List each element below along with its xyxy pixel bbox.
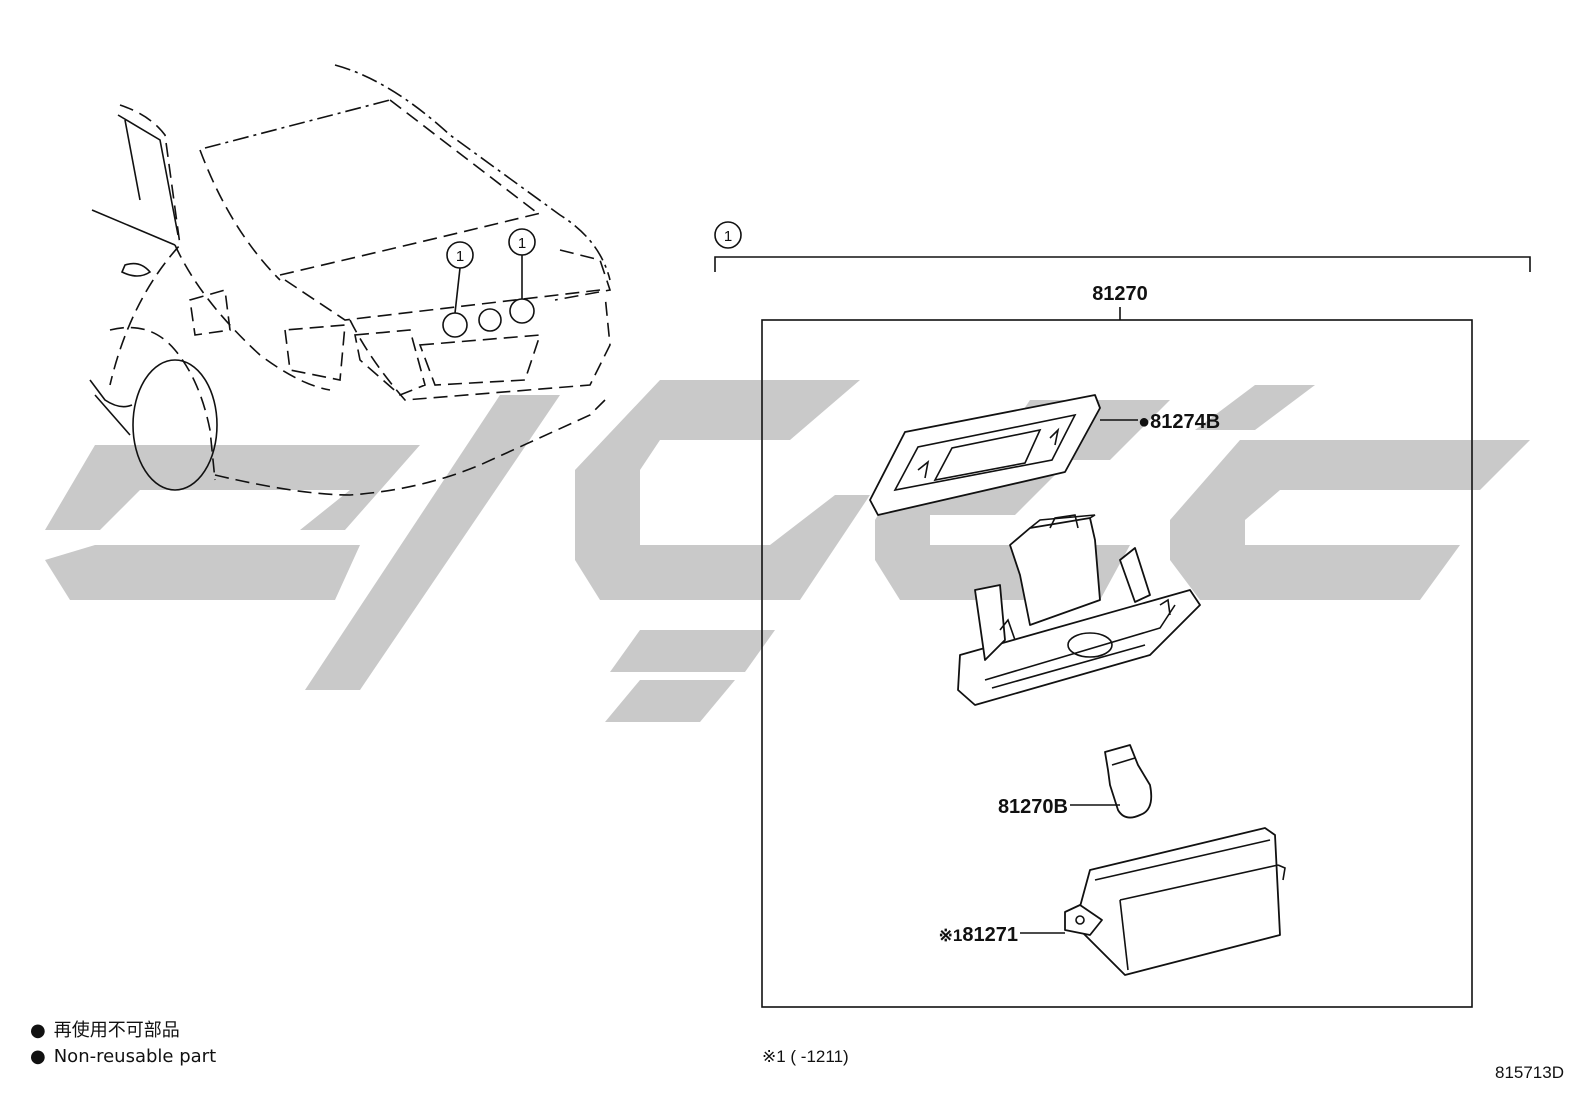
lens-part: ※181271 [939, 827, 1286, 976]
legend-item-en: ●Non-reusable part [30, 1046, 216, 1067]
drawing-number: 815713D [1495, 1063, 1564, 1082]
assembly-frame [761, 319, 1473, 1008]
watermark [45, 380, 1530, 722]
assembly-bracket: 1 81270 [714, 221, 1531, 1008]
callout-number: 1 [724, 228, 732, 245]
legend: ●再使用不可部品 ●Non-reusable part [30, 1020, 216, 1067]
lens-part-number: ※181271 [939, 924, 1018, 946]
footnote: ※1 ( -1211) [762, 1047, 849, 1066]
gasket-part: ●81274B [869, 394, 1220, 516]
vehicle-rear-view: 1 1 [89, 64, 612, 496]
gasket-part-number: ●81274B [1138, 411, 1220, 433]
assembly-part-number: 81270 [1092, 283, 1148, 305]
bulb-part-number: 81270B [998, 796, 1068, 818]
callout-number: 1 [518, 235, 526, 252]
callout-number: 1 [456, 248, 464, 265]
bulb-part: 81270B [998, 744, 1153, 819]
legend-item-jp: ●再使用不可部品 [30, 1020, 180, 1041]
lamp-housing-part [957, 514, 1201, 706]
